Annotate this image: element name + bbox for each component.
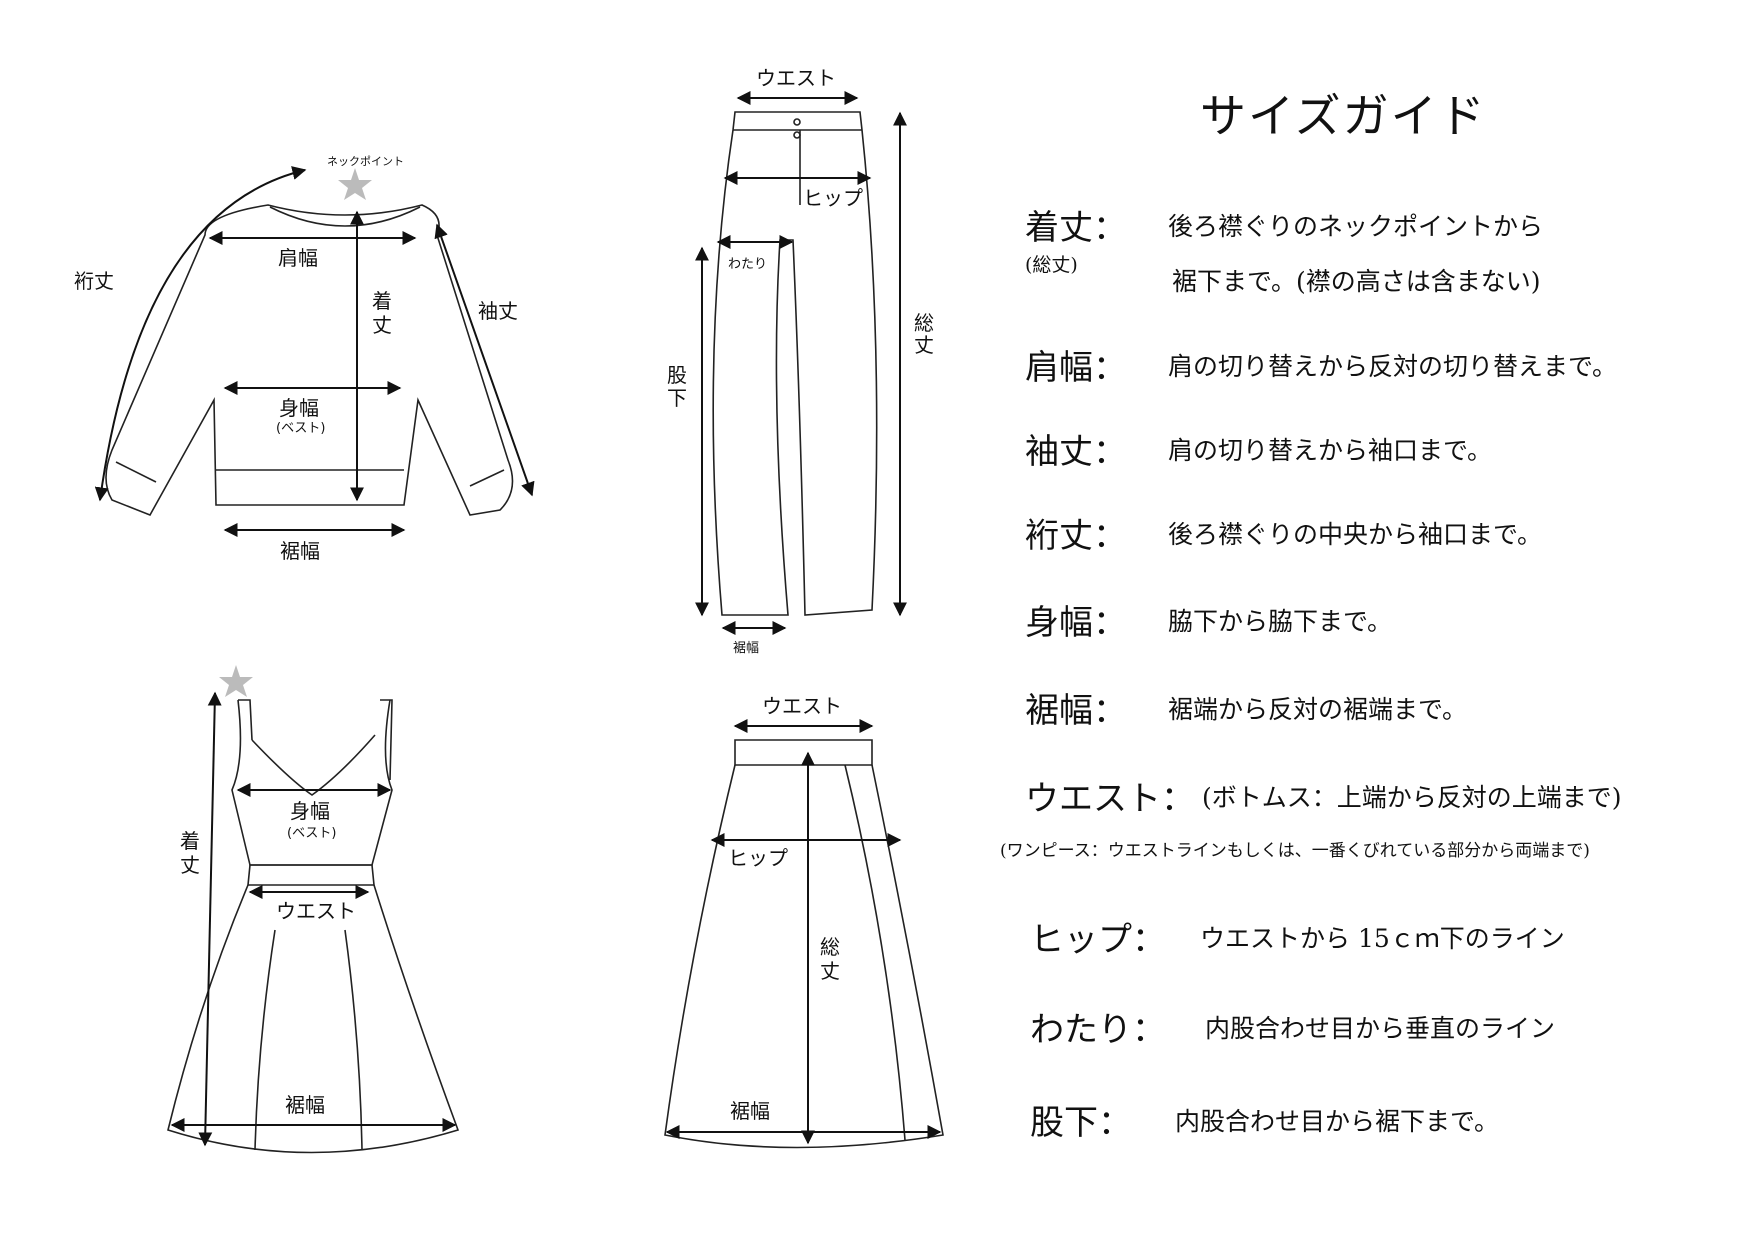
- pants-susohaba-label: 裾幅: [733, 641, 759, 656]
- dress-strap-left: [238, 699, 253, 741]
- pants-button-2: [793, 131, 801, 139]
- guide-desc-katahaba: 肩の切り替えから反対の切り替えまで。: [1168, 352, 1618, 381]
- dress-skirt-fold: [254, 929, 363, 1151]
- skirt-body: [664, 764, 944, 1149]
- guide-term-susohaba: 裾幅：: [1025, 691, 1127, 731]
- sodetake-label: 袖丈: [478, 299, 518, 323]
- dress-waist-label: ウエスト: [276, 899, 356, 923]
- guide-desc-matagami: 内股合わせ目から裾下まで。: [1175, 1107, 1500, 1136]
- mihaba-best-label: (ベスト): [276, 421, 325, 436]
- dress-figure: [167, 699, 460, 1154]
- susohaba-label: 裾幅: [280, 539, 320, 563]
- pants-matagami-label-2: 下: [667, 386, 687, 410]
- guide-term-katahaba: 肩幅：: [1025, 348, 1127, 388]
- guide-desc-kitake-2: 裾下まで。(襟の高さは含まない): [1172, 267, 1541, 296]
- kitake-label-1: 着: [372, 289, 392, 313]
- guide-desc-kitake-1: 後ろ襟ぐりのネックポイントから: [1168, 212, 1544, 241]
- neck-point-star-top: [338, 168, 372, 200]
- guide-term-watari: わたり：: [1030, 1010, 1166, 1050]
- skirt-figure: [664, 739, 944, 1149]
- page-title: サイズガイド: [1200, 89, 1487, 143]
- dress-neckline: [251, 734, 376, 796]
- skirt-soutake-label-2: 丈: [820, 959, 840, 983]
- guide-term-waist: ウエスト：: [1025, 779, 1195, 819]
- sodetake-arrow: [434, 223, 535, 497]
- guide-term-mihaba: 身幅：: [1025, 603, 1127, 643]
- dress-mihaba-best-label: (ベスト): [287, 826, 336, 841]
- yuki-label: 裄丈: [74, 269, 114, 293]
- guide-term-sodetake: 袖丈：: [1025, 432, 1127, 472]
- dress-kitake-label-1: 着: [180, 829, 200, 853]
- guide-desc-hip: ウエストから 15ｃｍ下のライン: [1200, 924, 1565, 953]
- sweater-cuff-right: [469, 469, 505, 487]
- dress-susohaba-label: 裾幅: [285, 1093, 325, 1117]
- skirt-waistband: [734, 739, 873, 766]
- pants-soutake-label-2: 丈: [914, 333, 934, 357]
- sweater-cuff-left: [115, 461, 157, 483]
- pants-soutake-label-1: 総: [914, 311, 934, 335]
- guide-desc-waist: (ボトムス：上端から反対の上端まで): [1202, 783, 1622, 812]
- pants-button-1: [793, 118, 801, 126]
- yuki-arrow: [94, 166, 307, 502]
- guide-term-yuki: 裄丈：: [1025, 516, 1127, 556]
- pants-waist-label: ウエスト: [756, 66, 836, 90]
- guide-note-waist: (ワンピース：ウエストラインもしくは、一番くびれている部分から両端まで): [1000, 841, 1590, 861]
- skirt-soutake-label-1: 総: [820, 935, 840, 959]
- skirt-hip-label: ヒップ: [728, 846, 788, 870]
- pants-matagami-label-1: 股: [667, 363, 687, 387]
- pants-hip-label: ヒップ: [803, 186, 863, 210]
- kitake-label-2: 丈: [372, 313, 392, 337]
- dress-kitake-label-2: 丈: [180, 853, 200, 877]
- skirt-waist-label: ウエスト: [762, 694, 842, 718]
- guide-desc-watari: 内股合わせ目から垂直のライン: [1205, 1014, 1556, 1043]
- guide-desc-mihaba: 脇下から脇下まで。: [1168, 607, 1393, 636]
- dress-kitake-arrow: [198, 691, 222, 1147]
- pants-watari-label: わたり: [728, 257, 767, 272]
- katahaba-label: 肩幅: [278, 246, 318, 270]
- guide-desc-susohaba: 裾端から反対の裾端まで。: [1168, 695, 1468, 724]
- mihaba-label: 身幅: [279, 396, 319, 420]
- guide-term-matagami: 股下：: [1030, 1103, 1132, 1143]
- dress-waistband: [247, 864, 375, 886]
- neck-point-star-dress: [219, 665, 253, 697]
- guide-term-kitake: 着丈：: [1025, 208, 1127, 248]
- dress-mihaba-label: 身幅: [290, 799, 330, 823]
- guide-term-kitake-sub: (総丈): [1025, 254, 1078, 276]
- dress-strap-right: [380, 699, 393, 781]
- guide-desc-yuki: 後ろ襟ぐりの中央から袖口まで。: [1168, 520, 1543, 549]
- guide-desc-sodetake: 肩の切り替えから袖口まで。: [1168, 436, 1493, 465]
- guide-term-hip: ヒップ：: [1030, 920, 1166, 960]
- skirt-susohaba-label: 裾幅: [730, 1099, 770, 1123]
- skirt-seam: [844, 764, 906, 1141]
- neck-point-label: ネックポイント: [327, 155, 404, 168]
